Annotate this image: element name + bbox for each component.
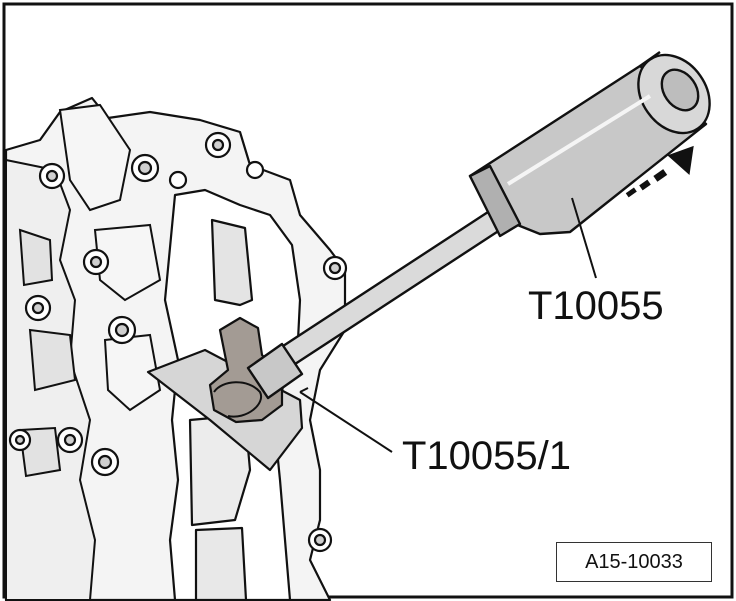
leader-t10055-1 bbox=[299, 391, 393, 453]
pull-direction-arrow bbox=[625, 145, 694, 198]
tool-t10055 bbox=[246, 51, 711, 400]
label-t10055: T10055 bbox=[528, 284, 664, 328]
bolts bbox=[8, 131, 348, 553]
leader-lines bbox=[299, 197, 597, 453]
label-t10055-1: T10055/1 bbox=[402, 434, 572, 478]
adapter-clip bbox=[208, 316, 284, 424]
figure-reference: A15-10033 bbox=[585, 550, 683, 573]
leader-t10055 bbox=[571, 197, 597, 279]
figure-reference-box: A15-10033 bbox=[556, 542, 712, 582]
tool-tip bbox=[246, 342, 304, 400]
adapter-t10055-1 bbox=[146, 316, 304, 472]
